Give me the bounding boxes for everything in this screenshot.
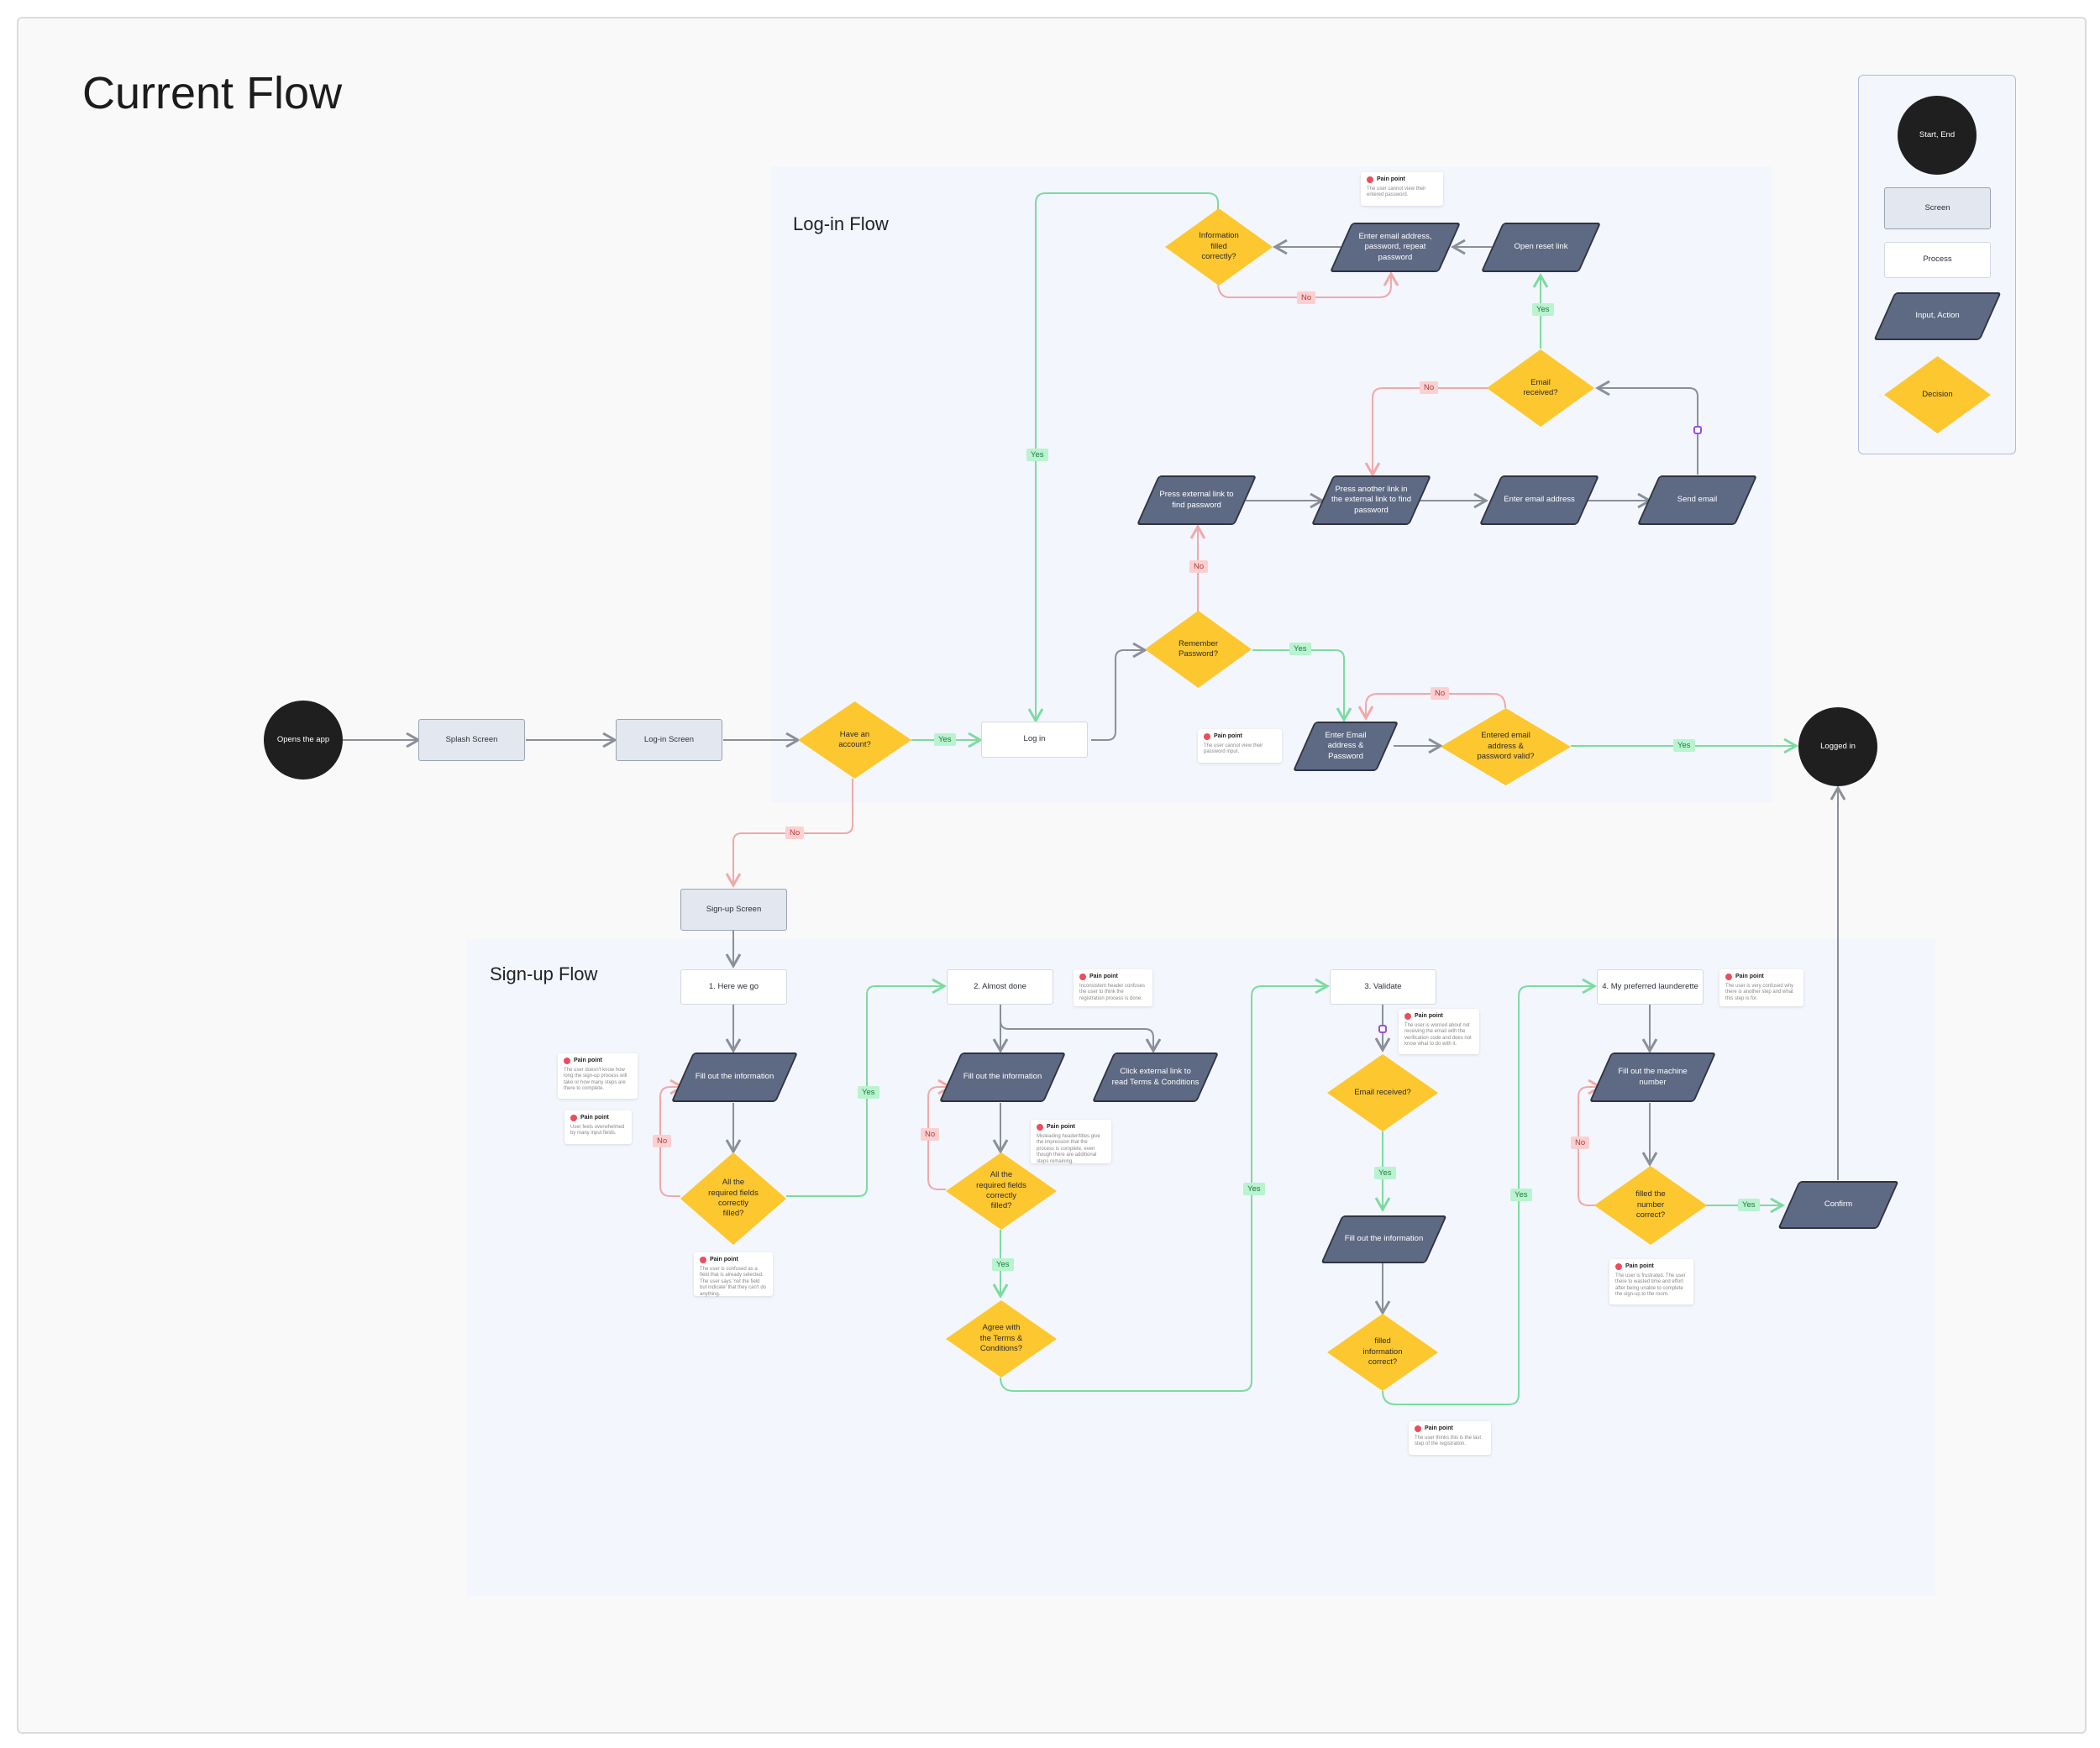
node-enter-email-password: Enter Email address & Password [1292, 722, 1399, 771]
label-yes: Yes [1026, 449, 1048, 461]
node-entered-valid: Entered email address & password valid? [1441, 708, 1571, 785]
node-enter-repeat-password: Enter email address, password, repeat pa… [1329, 223, 1462, 272]
label-yes: Yes [1738, 1199, 1760, 1211]
label-yes: Yes [1532, 303, 1554, 316]
label-no: No [1189, 560, 1209, 573]
node-click-terms: Click external link to read Terms & Cond… [1091, 1052, 1220, 1102]
label-no: No [1297, 291, 1316, 304]
node-preferred-launderette: 4. My preferred launderette [1597, 969, 1704, 1005]
node-opens-app: Opens the app [264, 701, 343, 780]
pain-point-icon [1037, 1124, 1043, 1131]
legend-decision: Decision [1884, 356, 1991, 433]
node-fill-info-2: Fill out the information [938, 1052, 1067, 1102]
pain-point-icon [1079, 974, 1086, 981]
node-press-external: Press external link to find password [1136, 475, 1257, 525]
signup-flow-label: Sign-up Flow [490, 963, 598, 984]
node-required-2: All the required fields correctly filled… [946, 1152, 1057, 1230]
label-yes: Yes [858, 1086, 879, 1099]
login-flow-label: Log-in Flow [793, 213, 889, 234]
node-send-email: Send email [1636, 475, 1758, 525]
legend-input-action: Input, Action [1873, 292, 2002, 340]
edge-remember-yes [1252, 649, 1352, 723]
node-logged-in: Logged in [1798, 707, 1877, 786]
node-log-in: Log in [981, 722, 1088, 758]
pain-point-icon [1367, 176, 1373, 184]
edge-filled-preferred [1382, 978, 1598, 1405]
label-no: No [921, 1128, 940, 1141]
node-fill-info-1: Fill out the information [670, 1052, 799, 1102]
node-signup-screen: Sign-up Screen [680, 889, 787, 931]
node-validate: 3. Validate [1330, 969, 1436, 1005]
node-required-1: All the required fields correctly filled… [680, 1152, 786, 1245]
edge-valid-no [1357, 693, 1506, 722]
pain-point-icon [570, 1115, 577, 1122]
label-yes: Yes [992, 1258, 1014, 1271]
pain-point-icon [1404, 1013, 1411, 1021]
edge-almost-terms [1000, 1020, 1162, 1054]
node-filled-correct: filled information correct? [1327, 1314, 1438, 1391]
node-fill-info-3: Fill out the information [1320, 1215, 1447, 1263]
label-yes: Yes [1673, 739, 1695, 752]
label-yes: Yes [1374, 1167, 1396, 1179]
label-yes: Yes [934, 733, 956, 746]
node-splash-screen: Splash Screen [418, 719, 525, 761]
login-flow-region [771, 166, 1772, 802]
pain-point-icon [1615, 1263, 1622, 1271]
edge-agree-validate [1000, 978, 1331, 1392]
edge-login-remember [1091, 642, 1148, 741]
node-remember-password: Remember Password? [1145, 611, 1252, 688]
page-title: Current Flow [82, 68, 343, 118]
label-yes: Yes [1243, 1183, 1265, 1195]
node-agree-terms: Agree with the Terms & Conditions? [946, 1300, 1057, 1378]
node-email-received-login: Email received? [1487, 349, 1594, 427]
pain-point-icon [1725, 974, 1732, 981]
node-press-another: Press another link in the external link … [1310, 475, 1432, 525]
edge-send-emailreceived [1594, 380, 1698, 475]
node-confirm: Confirm [1777, 1181, 1899, 1229]
label-yes: Yes [1289, 643, 1311, 655]
node-info-filled: Information filled correctly? [1165, 208, 1273, 286]
node-login-screen: Log-in Screen [616, 719, 722, 761]
label-no: No [653, 1135, 672, 1147]
label-no: No [1431, 687, 1450, 700]
label-yes: Yes [1510, 1189, 1532, 1201]
node-machine-number: Fill out the machine number [1588, 1052, 1717, 1102]
edge-info-no [1217, 270, 1399, 298]
pain-point-icon [1415, 1425, 1421, 1433]
pain-point-icon [564, 1058, 570, 1065]
node-email-received-signup: Email received? [1327, 1054, 1438, 1131]
legend-process: Process [1884, 242, 1991, 278]
label-no: No [1571, 1136, 1590, 1149]
label-no: No [785, 827, 805, 839]
node-number-correct: filled the number correct? [1594, 1166, 1707, 1245]
node-have-account: Have an account? [798, 701, 911, 779]
edge-emailreceived-no [1364, 387, 1488, 478]
legend-start-end: Start, End [1898, 96, 1977, 175]
legend-screen: Screen [1884, 187, 1991, 229]
node-open-reset-link: Open reset link [1480, 223, 1602, 272]
pain-point-icon [1204, 733, 1210, 741]
node-almost-done: 2. Almost done [947, 969, 1053, 1005]
pain-point-icon [700, 1257, 706, 1264]
node-enter-email-address: Enter email address [1478, 475, 1600, 525]
node-here-we-go: 1. Here we go [680, 969, 787, 1005]
connector-marker [1693, 426, 1702, 434]
connector-marker [1378, 1025, 1387, 1033]
label-no: No [1420, 381, 1439, 394]
edge-info-yes-login [1027, 192, 1219, 724]
